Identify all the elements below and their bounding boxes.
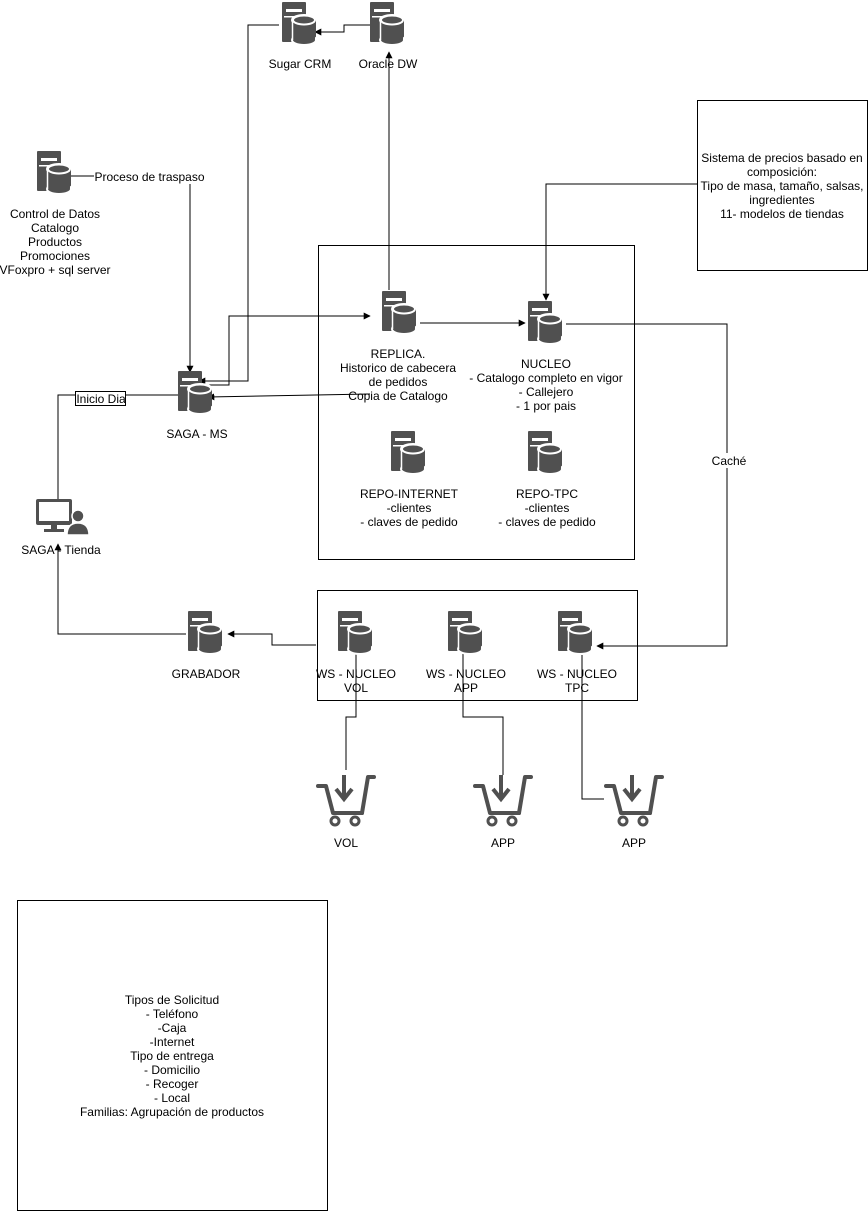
grabador-server-icon	[187, 610, 223, 655]
label-line: VOL	[334, 836, 358, 850]
label-line: de pedidos	[369, 375, 428, 389]
label-line: Tipo de entrega	[130, 1049, 214, 1063]
label-line: Promociones	[20, 249, 90, 263]
label-line: -Caja	[158, 1021, 187, 1035]
repo-tpc-label: REPO-TPC-clientes- claves de pedido	[498, 487, 596, 529]
edge-nucleo-to-ws-tpc	[566, 323, 728, 650]
oracle-dw-server-icon	[369, 1, 405, 46]
label-line: ingredientes	[749, 193, 814, 207]
pricing-note-box	[697, 100, 868, 271]
label-line: APP	[454, 681, 478, 695]
inicio-dia-label: Inicio Dia	[76, 392, 126, 406]
edge-cart-tpc-to-ws-tpc	[578, 644, 604, 800]
label-line: REPLICA.	[371, 347, 426, 361]
label-line: - Domicilio	[144, 1063, 200, 1077]
edge-oracle-to-sugar	[314, 24, 370, 36]
cache-label: Caché	[712, 454, 747, 468]
repo-internet-label: REPO-INTERNET-clientes- claves de pedido	[360, 487, 459, 529]
label-line: APP	[622, 836, 646, 850]
label-line: TPC	[565, 681, 589, 695]
control-datos-server-icon	[36, 150, 72, 195]
oracle-dw-label: Oracle DW	[359, 57, 418, 71]
cache-label-bg	[710, 453, 746, 468]
edge-cart-vol-to-ws-vol	[345, 642, 360, 770]
label-line: - 1 por pais	[516, 399, 576, 413]
cart-tpc-label: APP	[622, 836, 646, 850]
edges	[54, 24, 728, 800]
saga-ms-label: SAGA - MS	[166, 427, 227, 441]
label-line: - Catalogo completo en vigor	[469, 371, 622, 385]
label-line: - Recoger	[146, 1077, 199, 1091]
label-line: Historico de cabecera	[340, 361, 456, 375]
grabador-label: GRABADOR	[172, 667, 241, 681]
saga-tienda-label: SAGA - Tienda	[21, 543, 101, 557]
label-line: - Callejero	[519, 385, 574, 399]
cart-vol-label: VOL	[334, 836, 358, 850]
label-line: Tipo de masa, tamaño, salsas,	[701, 179, 864, 193]
label-line: WS - NUCLEO	[537, 667, 617, 681]
edge-saga-ms-to-tienda	[54, 394, 178, 509]
label-line: VOL	[344, 681, 368, 695]
label-line: -clientes	[387, 501, 432, 515]
label-line: Control de Datos	[10, 207, 100, 221]
label-line: -Internet	[150, 1035, 195, 1049]
cart-app-shopping-cart-icon	[473, 773, 533, 827]
label-line: NUCLEO	[521, 357, 571, 371]
nucleo-label: NUCLEO- Catalogo completo en vigor- Call…	[469, 357, 622, 413]
label-line: - Local	[154, 1091, 190, 1105]
label-line: Catalogo	[31, 221, 79, 235]
label-line: Oracle DW	[359, 57, 418, 71]
request-types-note-text: Tipos de Solicitud- Teléfono-Caja-Intern…	[80, 993, 264, 1119]
proceso-traspaso-label: Proceso de traspaso	[94, 170, 204, 184]
cart-app-label: APP	[491, 836, 515, 850]
label-line: composición:	[747, 165, 817, 179]
label-line: Productos	[28, 235, 82, 249]
sugar-crm-server-icon	[281, 1, 317, 46]
label-line: WS - NUCLEO	[316, 667, 396, 681]
core-cluster-box	[318, 245, 635, 560]
request-types-note-box	[17, 900, 328, 1211]
label-line: Sistema de precios basado en	[701, 151, 862, 165]
label-line: APP	[491, 836, 515, 850]
edge-pricing-to-nucleo	[542, 183, 697, 301]
cart-tpc-shopping-cart-icon	[604, 773, 664, 827]
label-line: Familias: Agrupación de productos	[80, 1105, 264, 1119]
label-line: SAGA - MS	[166, 427, 227, 441]
edge-saga-ms-to-replica	[199, 312, 371, 386]
label-line: VFoxpro + sql server	[0, 263, 111, 277]
saga-ms-server-icon	[177, 370, 213, 415]
label-line: Sugar CRM	[269, 57, 332, 71]
inicio-dia-label-box	[75, 391, 126, 406]
label-line: - claves de pedido	[498, 515, 596, 529]
label-line: - claves de pedido	[360, 515, 458, 529]
saga-tienda-workstation-icon	[35, 498, 90, 536]
label-line: - Teléfono	[146, 1007, 199, 1021]
label-line: WS - NUCLEO	[426, 667, 506, 681]
proceso-traspaso-label-bg	[94, 169, 205, 184]
cart-vol-shopping-cart-icon	[316, 773, 376, 827]
label-line: 11- modelos de tiendas	[720, 207, 844, 221]
label-line: REPO-INTERNET	[360, 487, 459, 501]
label-line: Tipos de Solicitud	[125, 993, 219, 1007]
sugar-crm-label: Sugar CRM	[269, 57, 332, 71]
edge-grabador-to-tienda	[54, 543, 186, 635]
label-line: SAGA - Tienda	[21, 543, 101, 557]
edge-replica-to-saga-ms	[207, 393, 371, 401]
label-line: REPO-TPC	[516, 487, 578, 501]
label-line: GRABADOR	[172, 667, 241, 681]
edge-sugar-to-saga-ms	[198, 24, 279, 385]
label-line: Copia de Catalogo	[348, 389, 448, 403]
label-line: -clientes	[525, 501, 570, 515]
edge-cart-app-to-ws-app	[459, 642, 504, 775]
edge-ws-vol-to-grabador	[227, 630, 316, 646]
